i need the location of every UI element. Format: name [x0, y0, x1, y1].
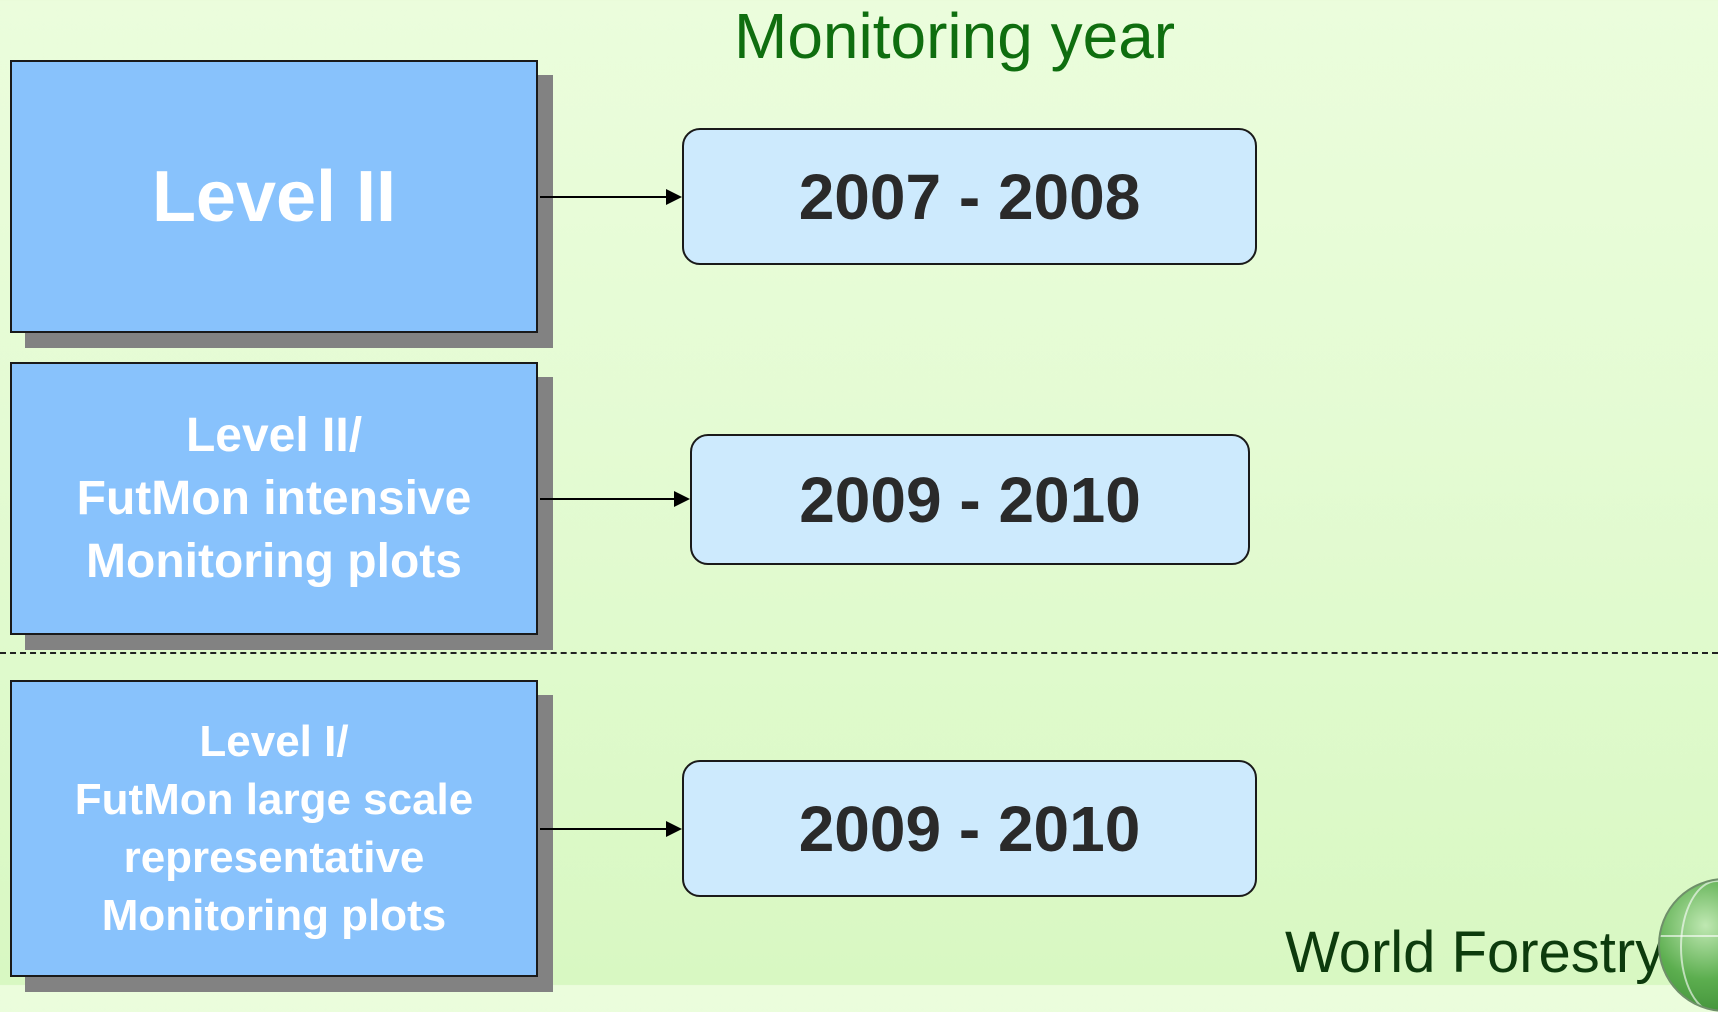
level-box-label: Level II: [151, 156, 397, 237]
arrow-connector: [540, 491, 690, 507]
globe-icon: [1658, 878, 1718, 1012]
year-range: 2007 - 2008: [798, 160, 1141, 233]
level-box-intensive: Level II/ FutMon intensive Monitoring pl…: [10, 362, 538, 635]
level-box-level-ii: Level II: [10, 60, 538, 333]
year-range: 2009 - 2010: [799, 463, 1141, 536]
year-box-level-ii: 2007 - 2008: [682, 128, 1257, 265]
level-box-label: Level II/ FutMon intensive Monitoring pl…: [76, 409, 472, 588]
world-forestry-brand: World Forestry: [1285, 920, 1665, 985]
year-box-intensive: 2009 - 2010: [690, 434, 1250, 565]
level-box-label: Level I/ FutMon large scale representati…: [74, 716, 474, 940]
level-box-large-scale: Level I/ FutMon large scale representati…: [10, 680, 538, 977]
arrow-connector: [540, 189, 682, 205]
monitoring-year-heading: Monitoring year: [734, 0, 1176, 72]
dashed-divider: [0, 652, 1718, 654]
arrow-connector: [540, 821, 682, 837]
year-range: 2009 - 2010: [798, 792, 1141, 865]
year-box-large-scale: 2009 - 2010: [682, 760, 1257, 897]
